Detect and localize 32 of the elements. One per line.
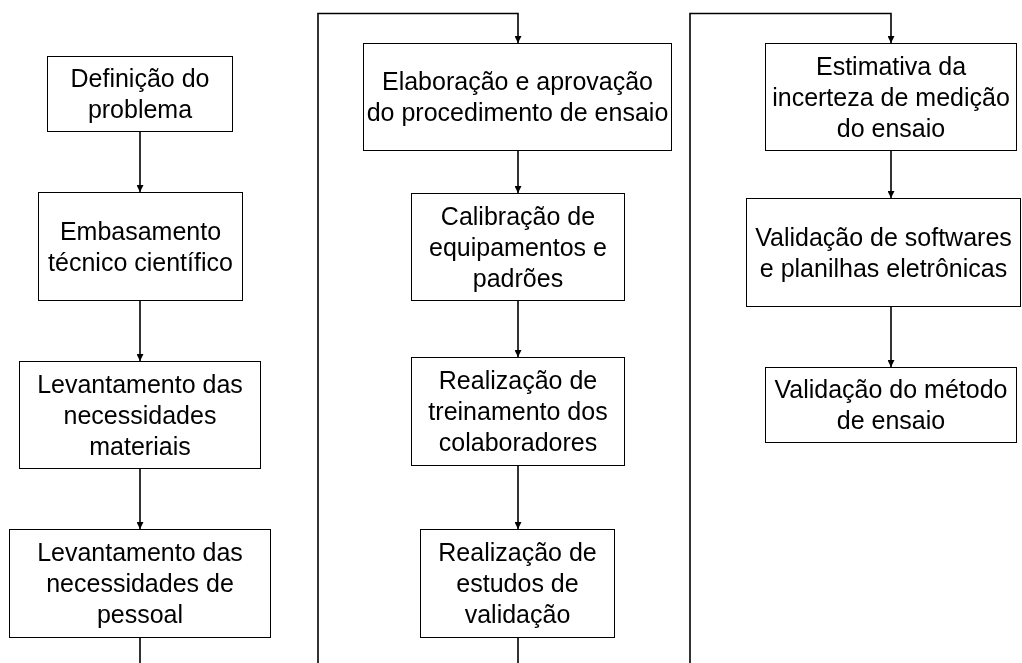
arrow bbox=[139, 12, 522, 663]
step-text: Elaboração e aprovação do procedimento de ensaio bbox=[366, 66, 669, 128]
step-text: Validação de softwares e planilhas eletrônicas bbox=[754, 221, 1013, 284]
step-text: Estimativa da incerteza de medição do ensaio bbox=[771, 50, 1011, 144]
arrow bbox=[514, 300, 522, 358]
step-text: Embasamento técnico científico bbox=[47, 215, 234, 278]
process-box bbox=[363, 43, 672, 151]
arrow bbox=[887, 150, 895, 199]
process-box bbox=[765, 367, 1017, 443]
arrow bbox=[514, 465, 522, 530]
process-box bbox=[19, 361, 261, 469]
step-text: Realização de treinamento dos colaboradores bbox=[427, 365, 609, 458]
process-box bbox=[411, 357, 625, 466]
step-text: Calibração de equipamentos e padrões bbox=[428, 200, 608, 294]
process-box bbox=[420, 529, 615, 638]
process-box bbox=[746, 198, 1021, 307]
step-text: Levantamento das necessidades de pessoal bbox=[36, 537, 244, 630]
arrow bbox=[514, 150, 522, 194]
step-text: Realização de estudos de validação bbox=[437, 537, 598, 630]
step-text: Definição do problema bbox=[69, 63, 211, 125]
process-box bbox=[411, 193, 625, 301]
process-box bbox=[47, 56, 233, 132]
step-text: Validação do método de ensaio bbox=[773, 374, 1009, 436]
arrow bbox=[136, 300, 144, 362]
arrow bbox=[887, 306, 895, 368]
arrow bbox=[517, 12, 895, 663]
arrow bbox=[136, 131, 144, 193]
step-text: Levantamento das necessidades materiais bbox=[36, 368, 244, 462]
process-box bbox=[765, 43, 1017, 151]
process-box bbox=[9, 529, 271, 638]
process-box bbox=[38, 192, 243, 301]
arrow bbox=[136, 468, 144, 530]
